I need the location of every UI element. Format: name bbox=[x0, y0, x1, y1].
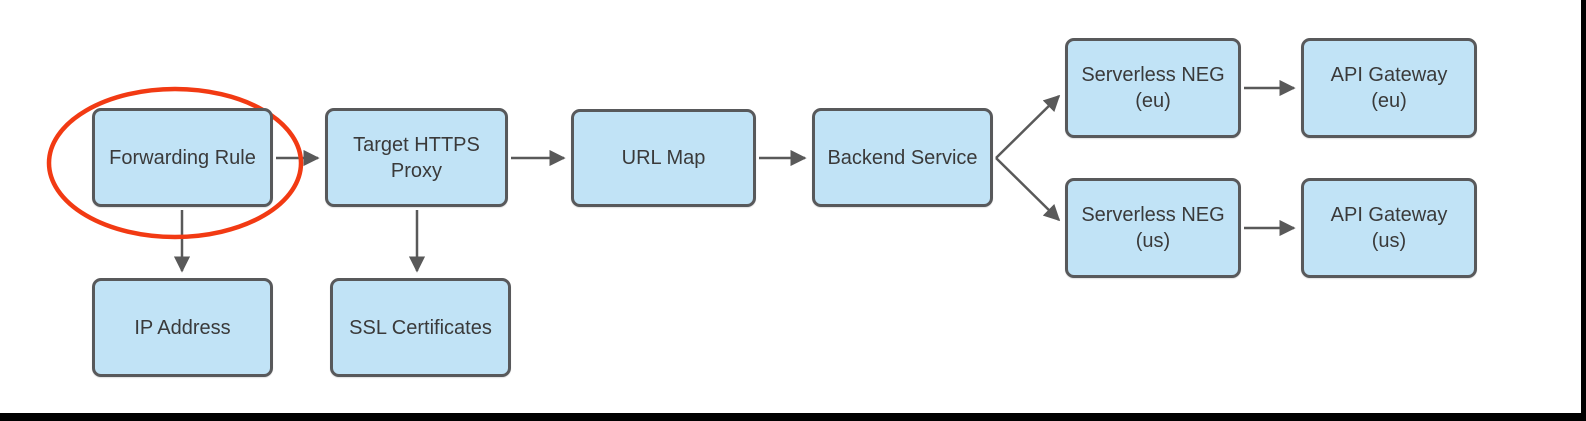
node-ssl-certificates: SSL Certificates bbox=[330, 278, 511, 377]
window-edge-right bbox=[1581, 0, 1586, 421]
arrow-backend-service-to-serverless-neg-us bbox=[995, 157, 1061, 222]
node-ip-address: IP Address bbox=[92, 278, 273, 377]
node-api-gateway-us: API Gateway (us) bbox=[1301, 178, 1477, 278]
node-target-https-proxy: Target HTTPS Proxy bbox=[325, 108, 508, 207]
window-edge-bottom bbox=[0, 413, 1586, 421]
node-api-gateway-eu: API Gateway (eu) bbox=[1301, 38, 1477, 138]
node-serverless-neg-us: Serverless NEG (us) bbox=[1065, 178, 1241, 278]
arrow-backend-service-to-serverless-neg-eu bbox=[995, 94, 1061, 159]
node-url-map: URL Map bbox=[571, 109, 756, 207]
node-serverless-neg-eu: Serverless NEG (eu) bbox=[1065, 38, 1241, 138]
node-backend-service: Backend Service bbox=[812, 108, 993, 207]
node-forwarding-rule: Forwarding Rule bbox=[92, 108, 273, 207]
